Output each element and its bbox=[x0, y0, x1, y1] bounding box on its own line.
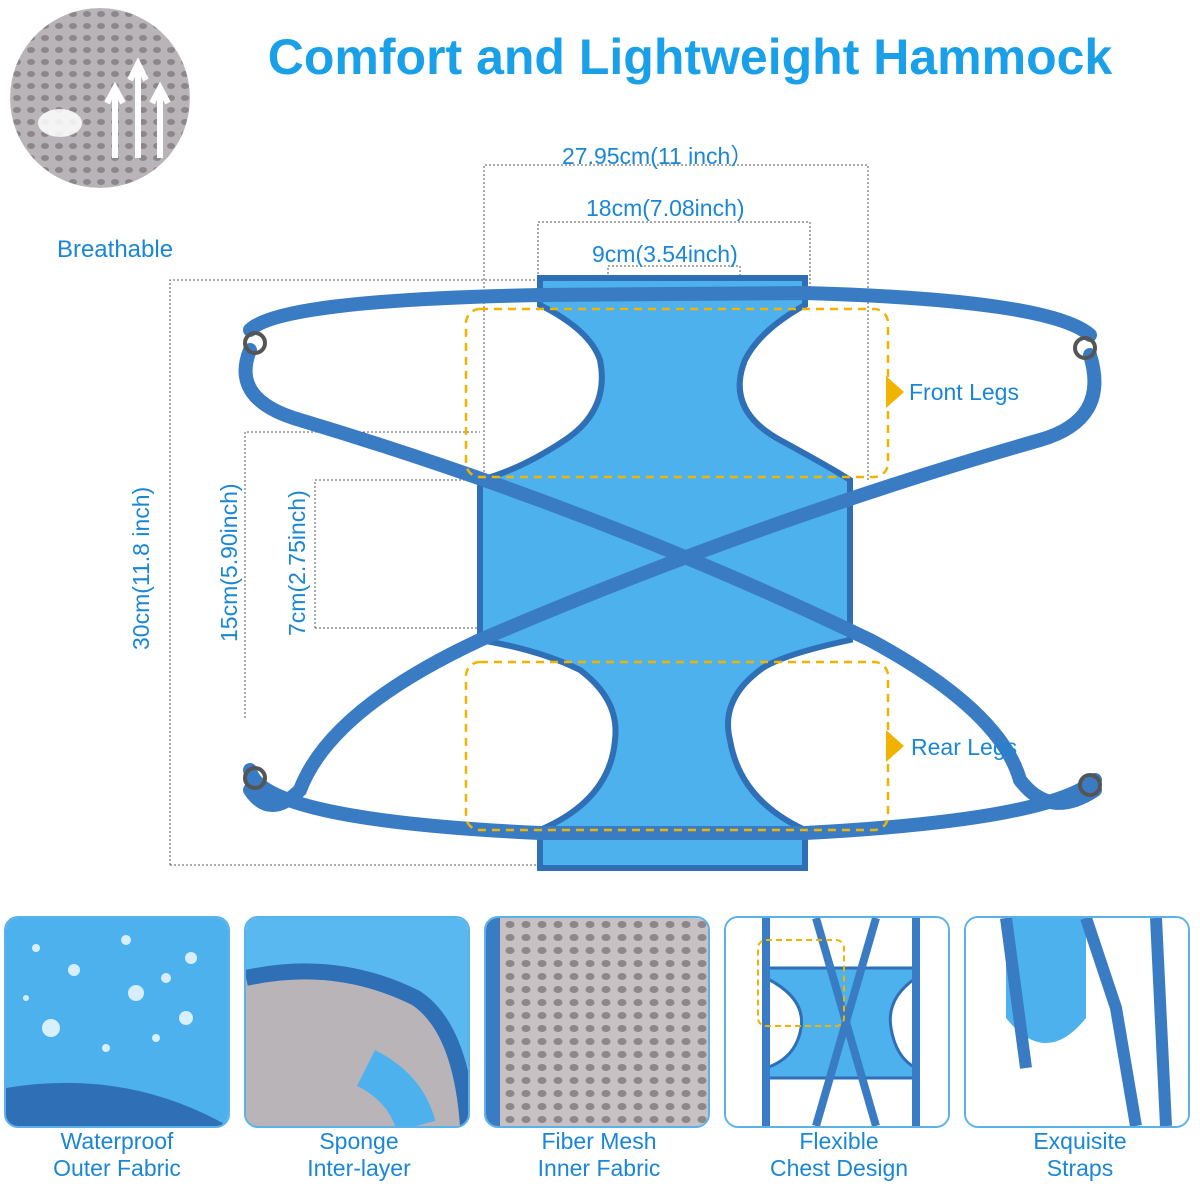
feature-card-straps bbox=[964, 916, 1190, 1128]
caption-straps-line2: Straps bbox=[1046, 1155, 1114, 1181]
caption-straps: Exquisite Straps bbox=[960, 1128, 1200, 1182]
caption-waterproof-line1: Waterproof bbox=[60, 1128, 174, 1154]
dim-width-inner: 9cm(3.54inch) bbox=[592, 241, 738, 267]
dim-height-mid: 15cm(5.90inch) bbox=[216, 483, 242, 642]
caption-sponge-line1: Sponge bbox=[319, 1128, 399, 1154]
caption-waterproof-line2: Outer Fabric bbox=[53, 1155, 181, 1181]
front-legs-label: Front Legs bbox=[909, 379, 1019, 405]
feature-card-waterproof bbox=[4, 916, 230, 1128]
caption-waterproof: Waterproof Outer Fabric bbox=[0, 1128, 237, 1182]
caption-chest-line2: Chest Design bbox=[769, 1155, 909, 1181]
breathable-mesh-icon bbox=[10, 8, 190, 188]
front-arrow-icon bbox=[886, 376, 904, 408]
front-legs-zone bbox=[464, 307, 890, 479]
fiber-mesh-icon bbox=[486, 918, 708, 1126]
straps-icon bbox=[966, 918, 1188, 1126]
dim-height-inner: 7cm(2.75inch) bbox=[284, 490, 310, 636]
feature-card-mesh bbox=[484, 916, 710, 1128]
caption-mesh: Fiber Mesh Inner Fabric bbox=[479, 1128, 719, 1182]
feature-card-chest bbox=[724, 916, 950, 1128]
caption-mesh-line2: Inner Fabric bbox=[537, 1155, 661, 1181]
d-ring-icons bbox=[243, 331, 1102, 797]
page-title: Comfort and Lightweight Hammock bbox=[267, 29, 1113, 85]
caption-sponge: Sponge Inter-layer bbox=[239, 1128, 479, 1182]
feature-card-sponge bbox=[244, 916, 470, 1128]
rear-legs-label: Rear Legs bbox=[911, 734, 1018, 760]
water-drops-icon bbox=[6, 918, 228, 1126]
caption-chest: Flexible Chest Design bbox=[719, 1128, 959, 1182]
rear-arrow-icon bbox=[886, 730, 904, 762]
caption-mesh-line1: Fiber Mesh bbox=[541, 1128, 657, 1154]
breathable-label: Breathable bbox=[56, 236, 174, 263]
caption-chest-line1: Flexible bbox=[799, 1128, 879, 1154]
dim-height-total: 30cm(11.8 inch) bbox=[128, 486, 154, 650]
breathable-badge bbox=[10, 8, 190, 188]
chest-design-icon bbox=[726, 918, 948, 1126]
caption-sponge-line2: Inter-layer bbox=[307, 1155, 411, 1181]
hammock-fabric bbox=[477, 275, 853, 871]
caption-straps-line1: Exquisite bbox=[1033, 1128, 1127, 1154]
hammock-diagram bbox=[169, 164, 1102, 871]
dim-width-outer: 27.95cm(11 inch） bbox=[562, 143, 754, 169]
rear-legs-zone bbox=[464, 660, 890, 832]
dim-width-mid: 18cm(7.08inch) bbox=[586, 195, 745, 221]
sponge-layer-icon bbox=[246, 918, 468, 1126]
